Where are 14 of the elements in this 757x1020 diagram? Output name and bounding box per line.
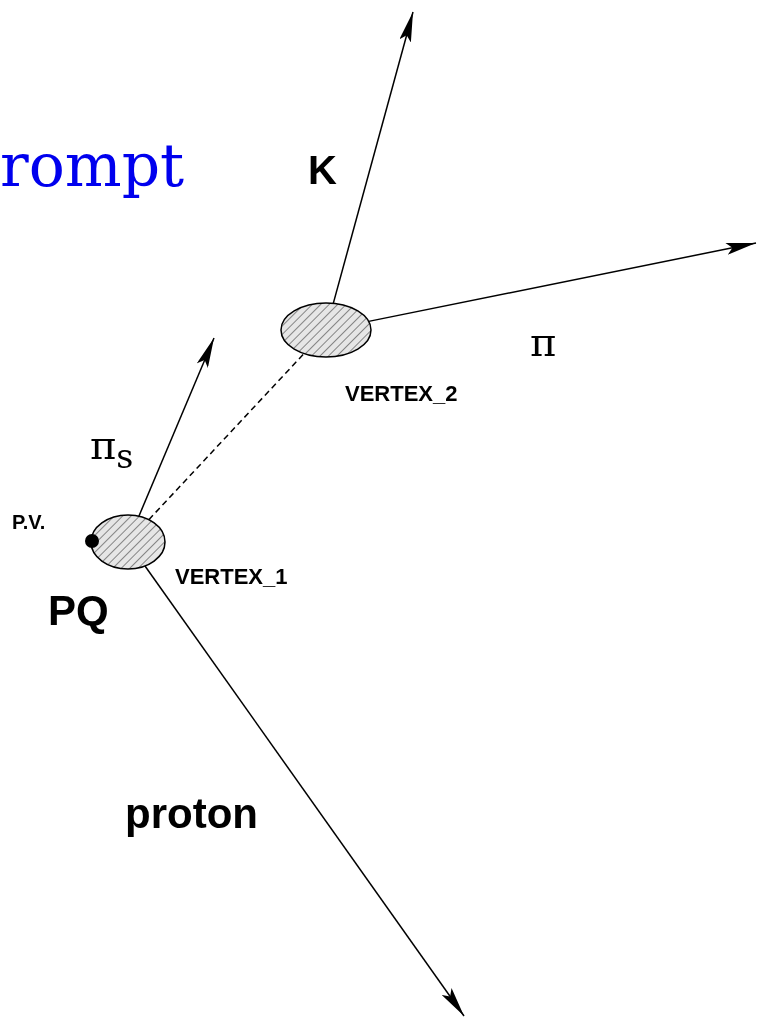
vertex-ellipse: [280, 302, 372, 358]
track-arrow: [138, 337, 215, 517]
vertex-ellipse: [90, 514, 166, 570]
edge-label: π: [530, 322, 557, 362]
vertex-label: VERTEX_1: [175, 566, 288, 588]
track-arrow: [144, 565, 465, 1017]
edge-label: proton: [125, 793, 258, 835]
vertex-label: PQ: [48, 590, 109, 632]
vertex-label: P.V.: [12, 512, 46, 532]
track-arrow: [332, 11, 414, 305]
dashed-line: [148, 352, 305, 521]
vertex-label: VERTEX_2: [345, 383, 458, 405]
edge-label: π$_{s}$: [90, 425, 134, 474]
edge-label: K: [308, 150, 337, 190]
